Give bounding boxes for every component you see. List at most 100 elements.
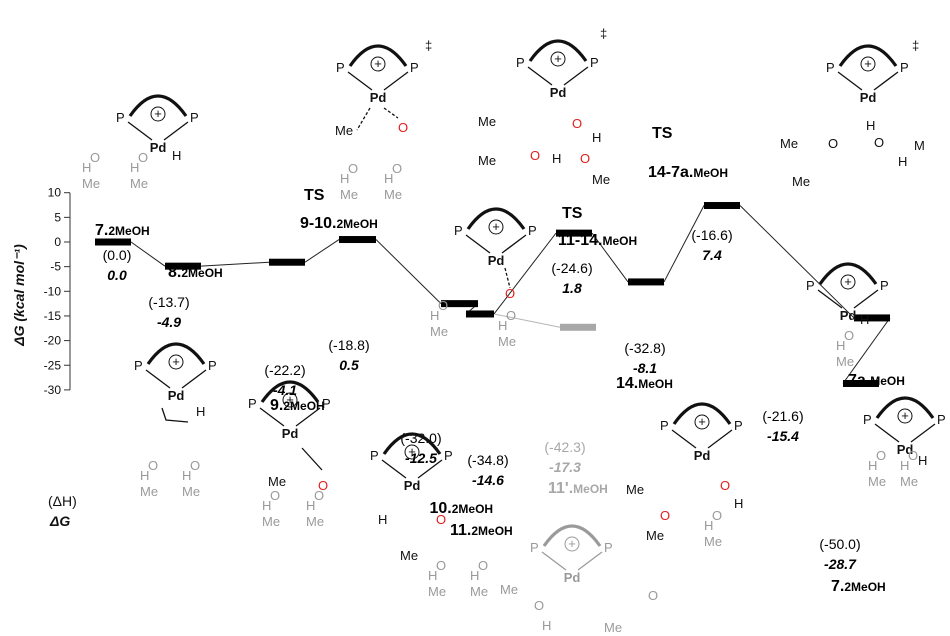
state-name-label: 7.2MeOH	[95, 222, 150, 239]
svg-text:H: H	[552, 151, 561, 166]
svg-text:Pd: Pd	[404, 478, 421, 493]
svg-text:Me: Me	[592, 172, 610, 187]
svg-text:Pd: Pd	[564, 570, 581, 585]
svg-text:Me: Me	[262, 514, 280, 529]
svg-text:P: P	[410, 60, 419, 75]
svg-text:+: +	[286, 392, 294, 407]
svg-text:Me: Me	[335, 123, 353, 138]
free-energy-label: 0.5	[339, 357, 359, 373]
svg-text:P: P	[590, 55, 599, 70]
y-tick-label: 0	[54, 235, 61, 249]
svg-text:Me: Me	[268, 474, 286, 489]
svg-text:O: O	[478, 558, 488, 573]
energy-level-bar	[704, 202, 740, 210]
enthalpy-label: (0.0)	[103, 247, 132, 263]
svg-text:Me: Me	[478, 153, 496, 168]
state-name-label: 11'.MeOH	[548, 480, 608, 497]
enthalpy-label: (-42.3)	[544, 439, 585, 455]
energy-level-bar	[843, 379, 879, 387]
svg-text:O: O	[505, 286, 515, 301]
svg-text:+: +	[172, 354, 180, 369]
svg-text:+: +	[154, 106, 162, 121]
y-tick-label: -10	[44, 284, 62, 298]
legend-enthalpy: (ΔH)	[48, 493, 77, 509]
svg-text:‡: ‡	[425, 38, 432, 53]
svg-text:Me: Me	[836, 354, 854, 369]
svg-text:Me: Me	[500, 582, 518, 597]
svg-text:P: P	[863, 412, 872, 427]
svg-text:+: +	[844, 274, 852, 289]
svg-text:Me: Me	[306, 514, 324, 529]
svg-text:Me: Me	[868, 474, 886, 489]
svg-text:Me: Me	[646, 528, 664, 543]
legend-free-energy: ΔG	[49, 513, 70, 529]
svg-text:P: P	[134, 358, 143, 373]
svg-text:‡: ‡	[600, 26, 607, 41]
svg-text:O: O	[648, 588, 658, 603]
state-name-label: 7.2MeOH	[831, 578, 886, 595]
energy-level-bar	[339, 236, 376, 244]
svg-text:P: P	[806, 278, 815, 293]
connector-line	[493, 313, 561, 328]
svg-text:H: H	[172, 148, 181, 163]
svg-text:H: H	[836, 338, 845, 353]
svg-text:O: O	[318, 478, 328, 493]
state-name-label: 14.MeOH	[616, 375, 673, 392]
svg-text:O: O	[438, 298, 448, 313]
svg-text:H: H	[196, 404, 205, 419]
state-name-label: 11-14.MeOH	[558, 232, 637, 249]
svg-text:O: O	[660, 508, 670, 523]
svg-text:H: H	[340, 171, 349, 186]
energy-level-bar	[95, 238, 131, 246]
svg-text:H: H	[734, 496, 743, 511]
connector-lines	[130, 205, 891, 384]
svg-text:M: M	[914, 138, 925, 153]
state-name-label: 11.2MeOH	[450, 522, 513, 539]
svg-text:H: H	[430, 308, 439, 323]
enthalpy-label: (-50.0)	[819, 536, 860, 552]
free-energy-label: -4.9	[157, 314, 181, 330]
svg-text:P: P	[454, 223, 463, 238]
svg-text:O: O	[190, 458, 200, 473]
svg-text:P: P	[248, 396, 257, 411]
enthalpy-label: (-32.8)	[624, 340, 665, 356]
svg-text:O: O	[314, 488, 324, 503]
svg-text:O: O	[270, 488, 280, 503]
svg-text:H: H	[130, 160, 139, 175]
svg-text:Me: Me	[340, 187, 358, 202]
y-tick-label: -5	[50, 260, 61, 274]
svg-text:+: +	[374, 56, 382, 71]
svg-text:Me: Me	[498, 334, 516, 349]
energy-level-bar	[556, 229, 592, 237]
svg-text:O: O	[720, 478, 730, 493]
svg-text:H: H	[592, 130, 601, 145]
svg-text:O: O	[138, 150, 148, 165]
free-energy-label: 0.0	[107, 267, 127, 283]
svg-text:P: P	[900, 60, 909, 75]
state-name-label: 7a.MeOH	[848, 372, 905, 389]
svg-text:Me: Me	[130, 176, 148, 191]
connector-line	[200, 261, 270, 267]
transition-state-tag: TS	[562, 205, 583, 222]
svg-text:Me: Me	[140, 484, 158, 499]
enthalpy-label: (-16.6)	[691, 227, 732, 243]
level-labels: (0.0)0.07.2MeOH(-13.7)-4.98.2MeOH(-22.2)…	[95, 125, 905, 595]
svg-text:+: +	[901, 408, 909, 423]
energy-level-bar	[269, 258, 305, 266]
free-energy-label: -14.6	[472, 472, 504, 488]
energy-level-bar	[854, 314, 890, 322]
enthalpy-label: (-24.6)	[551, 260, 592, 276]
svg-text:H: H	[82, 160, 91, 175]
enthalpy-label: (-13.7)	[148, 294, 189, 310]
state-name-label: 9-10.2MeOH	[300, 215, 378, 232]
connector-line	[663, 205, 705, 283]
svg-text:Me: Me	[400, 548, 418, 563]
